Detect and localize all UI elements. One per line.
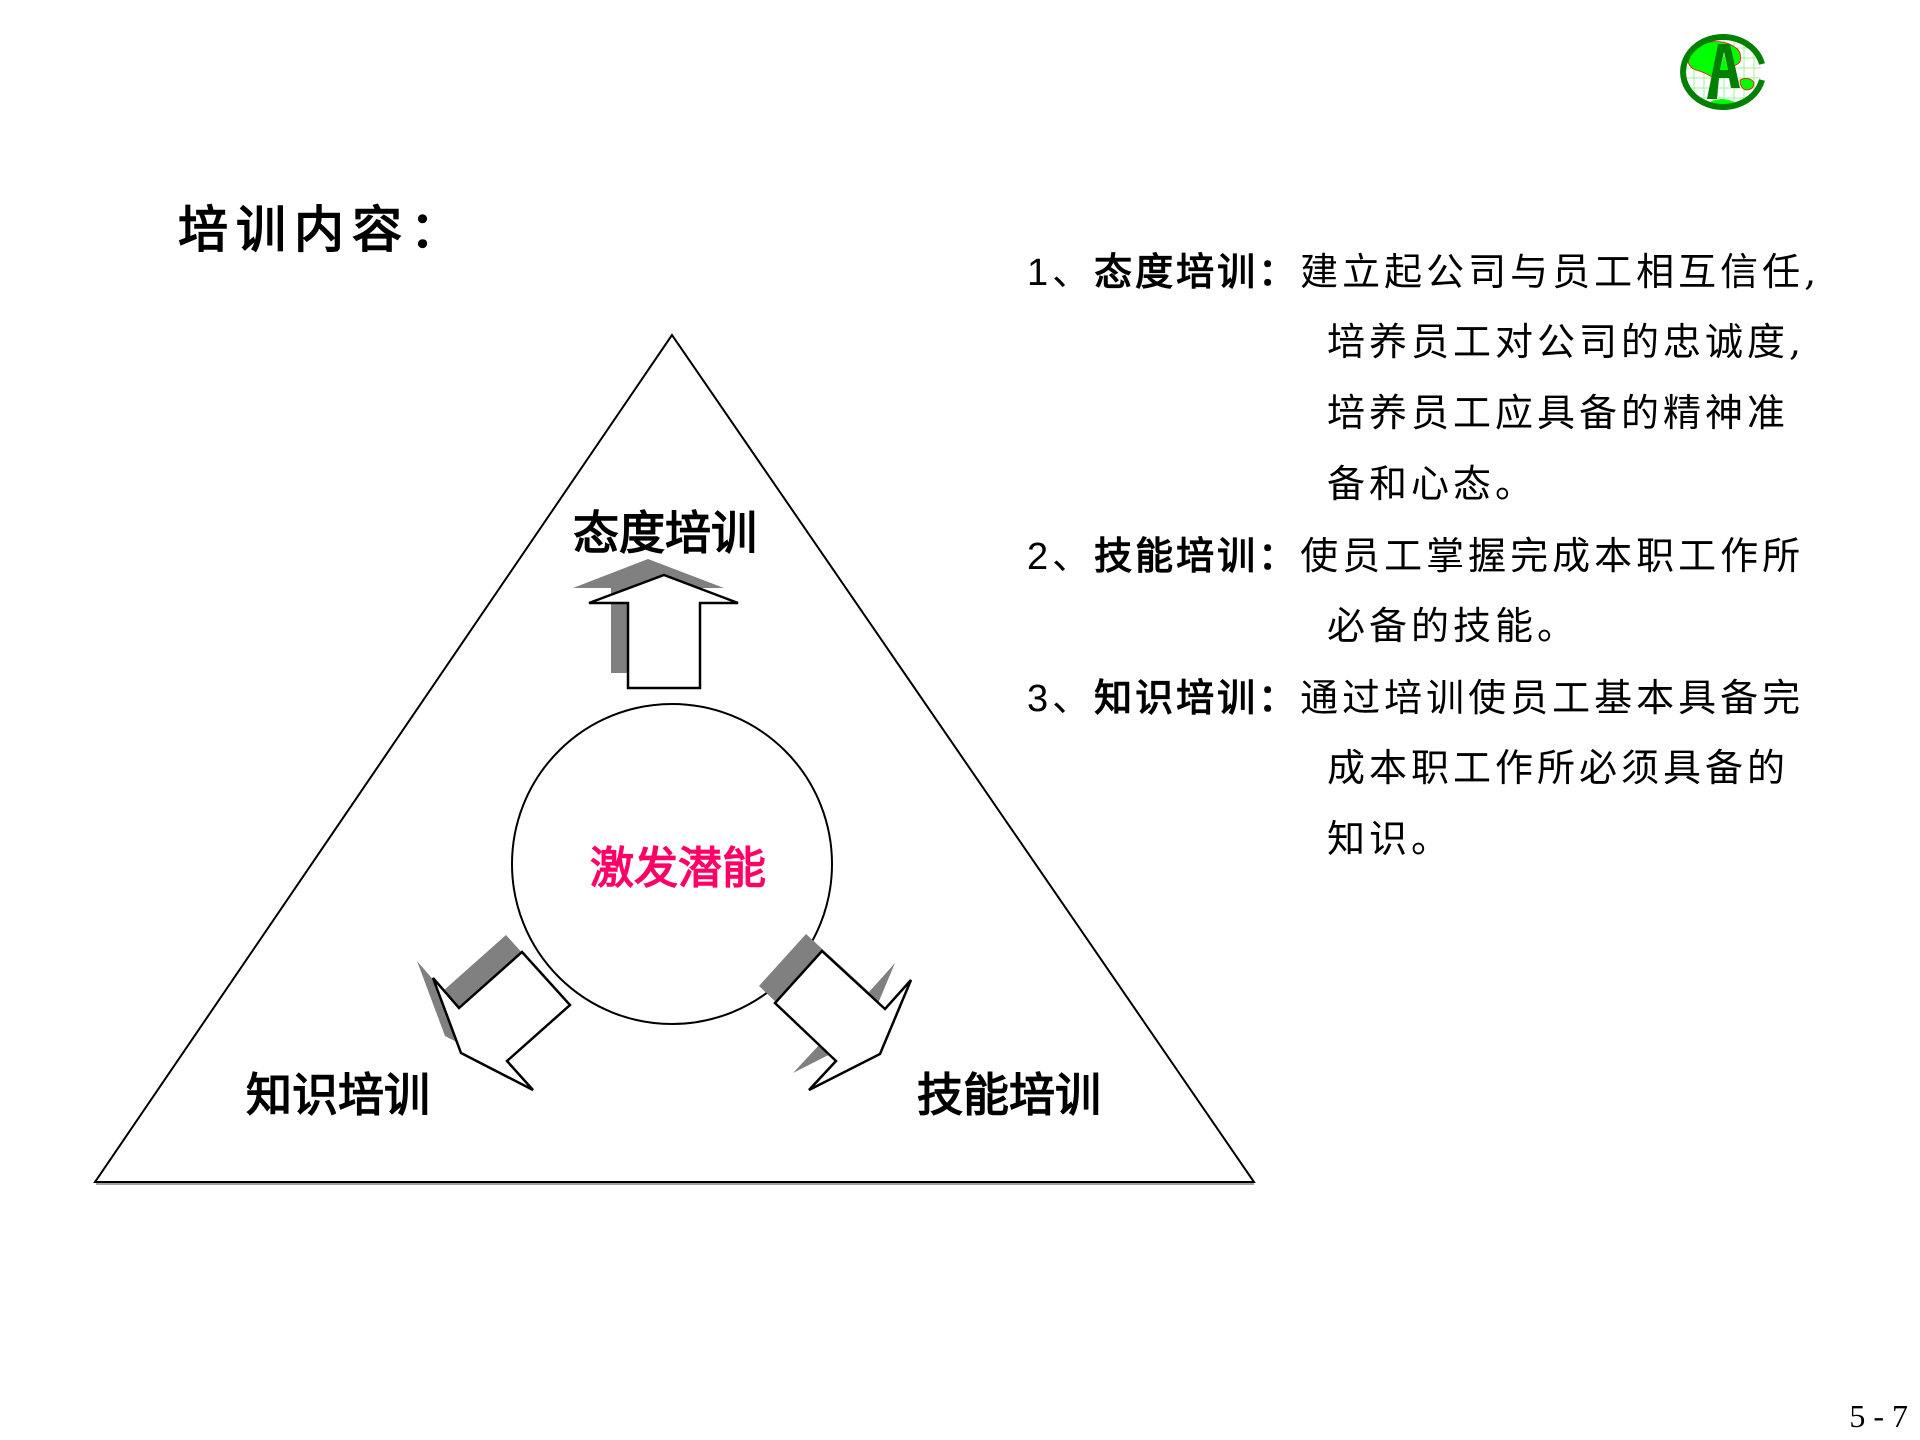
- item-number: 3、: [1027, 678, 1095, 720]
- item-text-line: 建立起公司与员工相互信任,: [1300, 250, 1821, 294]
- company-logo: [1680, 34, 1765, 110]
- label-attitude-training: 态度培训: [573, 506, 757, 560]
- center-circle: [511, 703, 833, 1025]
- item-heading: 技能培训: [1094, 534, 1259, 578]
- item-text-line: 备和心态。: [1327, 462, 1538, 506]
- label-stimulate-potential: 激发潜能: [590, 843, 766, 894]
- item-text-line: 通过培训使员工基本具备完: [1300, 676, 1805, 720]
- item-text-line: 使员工掌握完成本职工作所: [1300, 534, 1805, 578]
- item-heading: 知识培训: [1094, 676, 1259, 720]
- up-arrow-icon: [573, 559, 739, 690]
- item-text-line: 知识。: [1327, 817, 1454, 861]
- item-number: 1、: [1027, 252, 1095, 294]
- item-colon: ：: [1258, 249, 1301, 294]
- item-text-line: 必备的技能。: [1327, 604, 1580, 648]
- item-text-line: 成本职工作所必须具备的: [1327, 746, 1790, 790]
- down-left-arrow-icon: [417, 935, 572, 1092]
- item-colon: ：: [1258, 533, 1301, 578]
- page-number: 5 - 7: [1849, 1398, 1908, 1434]
- item-colon: ：: [1258, 675, 1301, 720]
- item-text-line: 培养员工对公司的忠诚度,: [1327, 320, 1806, 364]
- item-number: 2、: [1027, 536, 1095, 578]
- label-skills-training: 技能培训: [917, 1068, 1101, 1122]
- item-text-line: 培养员工应具备的精神准: [1327, 391, 1790, 435]
- down-right-arrow-icon: [759, 934, 913, 1092]
- slide-title: 培训内容：: [178, 200, 468, 259]
- item-heading: 态度培训: [1094, 250, 1259, 294]
- label-knowledge-training: 知识培训: [246, 1068, 430, 1122]
